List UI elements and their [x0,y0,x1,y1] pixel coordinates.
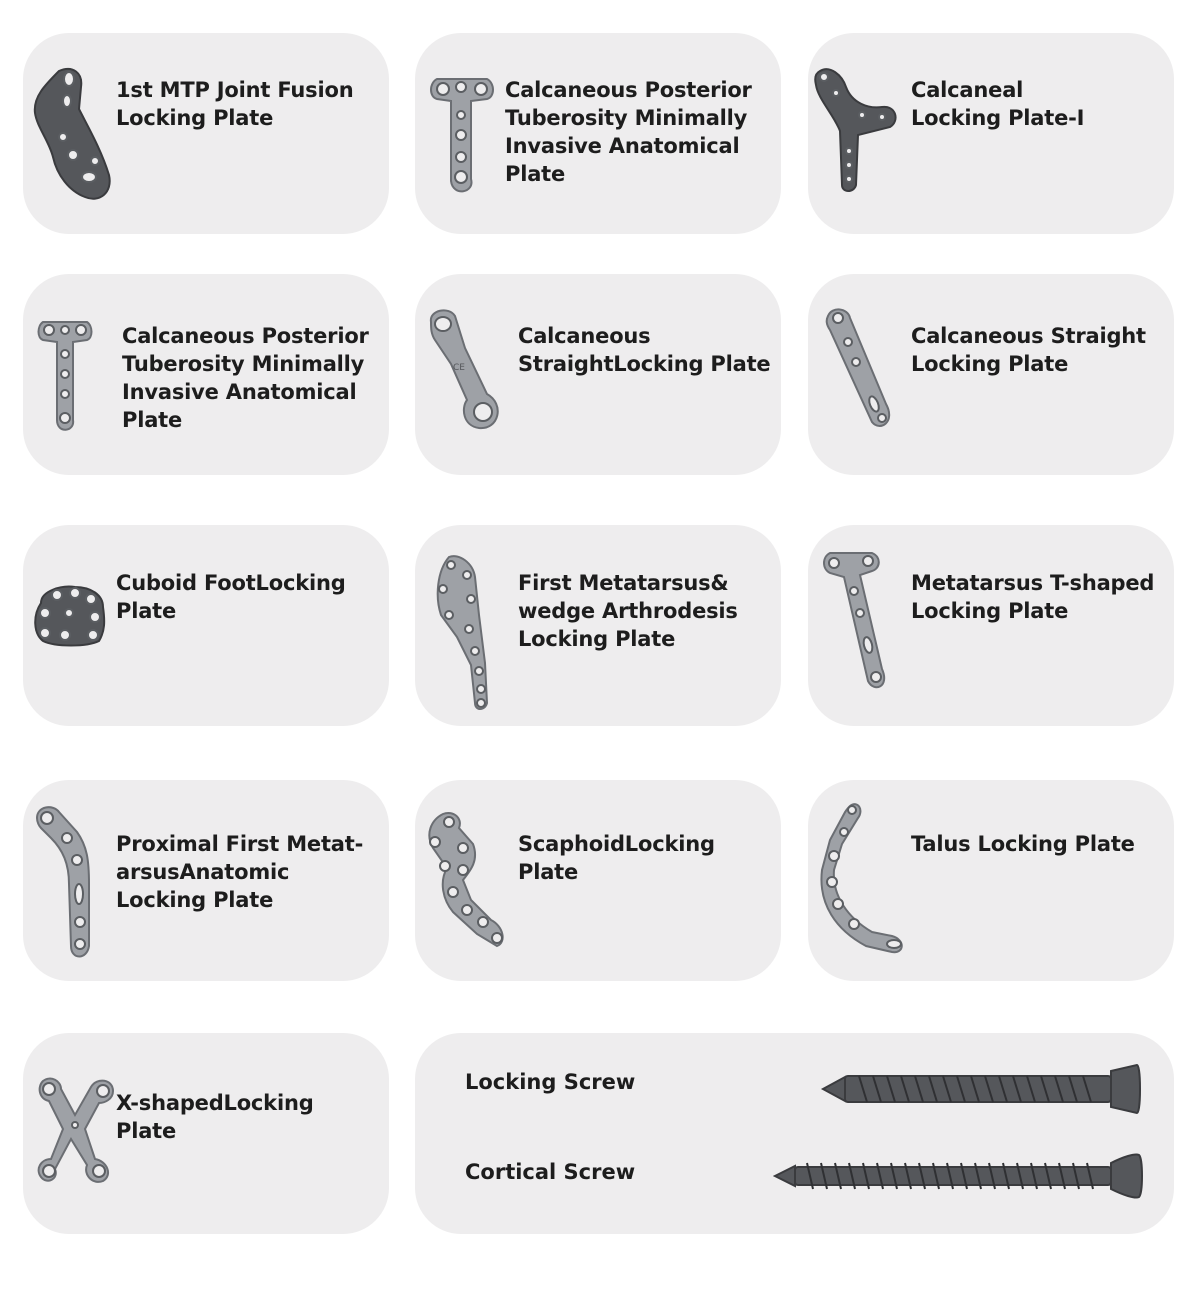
first-metatarsus-plate-icon [436,555,489,710]
product-card-screws[interactable]: Locking Screw Cortical Screw [415,1033,1174,1234]
product-label: 1st MTP Joint Fusion Locking Plate [116,78,354,130]
mtp-fusion-plate-icon [33,68,111,200]
talus-plate-icon [820,803,903,954]
product-label: Talus Locking Plate [911,832,1135,856]
product-label: Calcaneous Posterior Tuberosity Minimall… [122,324,369,432]
calcaneal-plate-icon [814,68,897,192]
product-label: Proximal First Metat- arsusAnatomic Lock… [116,832,364,912]
product-label: First Metatarsus& wedge Arthrodesis Lock… [518,571,738,651]
product-card-calcaneal-plate[interactable]: Calcaneal Locking Plate-I [808,33,1174,234]
metatarsus-t-plate-icon [823,552,886,689]
cortical-screw-label: Cortical Screw [465,1160,636,1184]
calcaneous-posterior-plate-small-icon [37,321,93,431]
product-label: Calcaneous StraightLocking Plate [518,324,771,376]
calcaneous-posterior-plate-icon [430,78,494,193]
product-label: Metatarsus T-shaped Locking Plate [911,571,1155,623]
cortical-screw-icon [773,1153,1143,1199]
product-card-calcaneous-straight[interactable]: CE Calcaneous StraightLocking Plate [415,274,781,475]
product-card-talus[interactable]: Talus Locking Plate [808,780,1174,981]
product-card-mtp-fusion[interactable]: 1st MTP Joint Fusion Locking Plate [23,33,389,234]
locking-screw-label: Locking Screw [465,1070,636,1094]
product-card-scaphoid[interactable]: ScaphoidLocking Plate [415,780,781,981]
scaphoid-plate-icon [428,812,504,948]
product-card-proximal-metatarsus[interactable]: Proximal First Metat- arsusAnatomic Lock… [23,780,389,981]
product-card-metatarsus-t[interactable]: Metatarsus T-shaped Locking Plate [808,525,1174,726]
locking-screw-icon [820,1063,1141,1115]
calcaneous-straight-plate-icon: CE [429,309,499,430]
svg-text:CE: CE [453,363,465,373]
proximal-metatarsus-plate-icon [35,806,90,958]
product-label: Calcaneal Locking Plate-I [911,78,1085,130]
product-card-cuboid[interactable]: Cuboid FootLocking Plate [23,525,389,726]
product-label: Calcaneous Posterior Tuberosity Minimall… [505,78,752,186]
product-label: Cuboid FootLocking Plate [116,571,346,623]
product-card-calcaneous-posterior[interactable]: Calcaneous Posterior Tuberosity Minimall… [415,33,781,234]
product-label: Calcaneous Straight Locking Plate [911,324,1146,376]
product-card-first-metatarsus[interactable]: First Metatarsus& wedge Arthrodesis Lock… [415,525,781,726]
product-card-calcaneous-posterior-small[interactable]: Calcaneous Posterior Tuberosity Minimall… [23,274,389,475]
product-card-calcaneous-straight-long[interactable]: Calcaneous Straight Locking Plate [808,274,1174,475]
product-label: X-shapedLocking Plate [116,1091,314,1143]
cuboid-plate-icon [34,585,106,647]
product-label: ScaphoidLocking Plate [518,832,715,884]
calcaneous-straight-long-plate-icon [825,308,891,427]
product-card-x-shaped[interactable]: X-shapedLocking Plate [23,1033,389,1234]
x-shaped-plate-icon [37,1077,115,1183]
